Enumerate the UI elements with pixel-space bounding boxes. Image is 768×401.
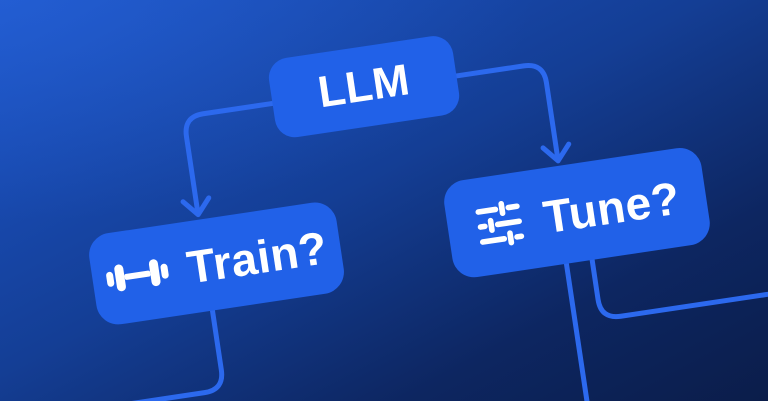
edge-llm-tune [453, 63, 560, 159]
node-train-label: Train? [183, 221, 331, 294]
edge-train-offscreen [0, 308, 225, 401]
edge-tune-offscreen-right [589, 257, 768, 320]
node-llm-label: LLM [314, 55, 414, 118]
edge-llm-train [183, 100, 275, 213]
node-train: Train? [86, 199, 347, 328]
sliders-icon [475, 200, 525, 246]
node-tune-label: Tune? [539, 171, 684, 244]
arrowhead-train-icon [180, 195, 212, 218]
arrowhead-tune-icon [540, 141, 572, 164]
edge-tune-offscreen-bottom [563, 261, 602, 401]
dumbbell-icon [106, 259, 170, 292]
node-tune: Tune? [441, 144, 713, 281]
